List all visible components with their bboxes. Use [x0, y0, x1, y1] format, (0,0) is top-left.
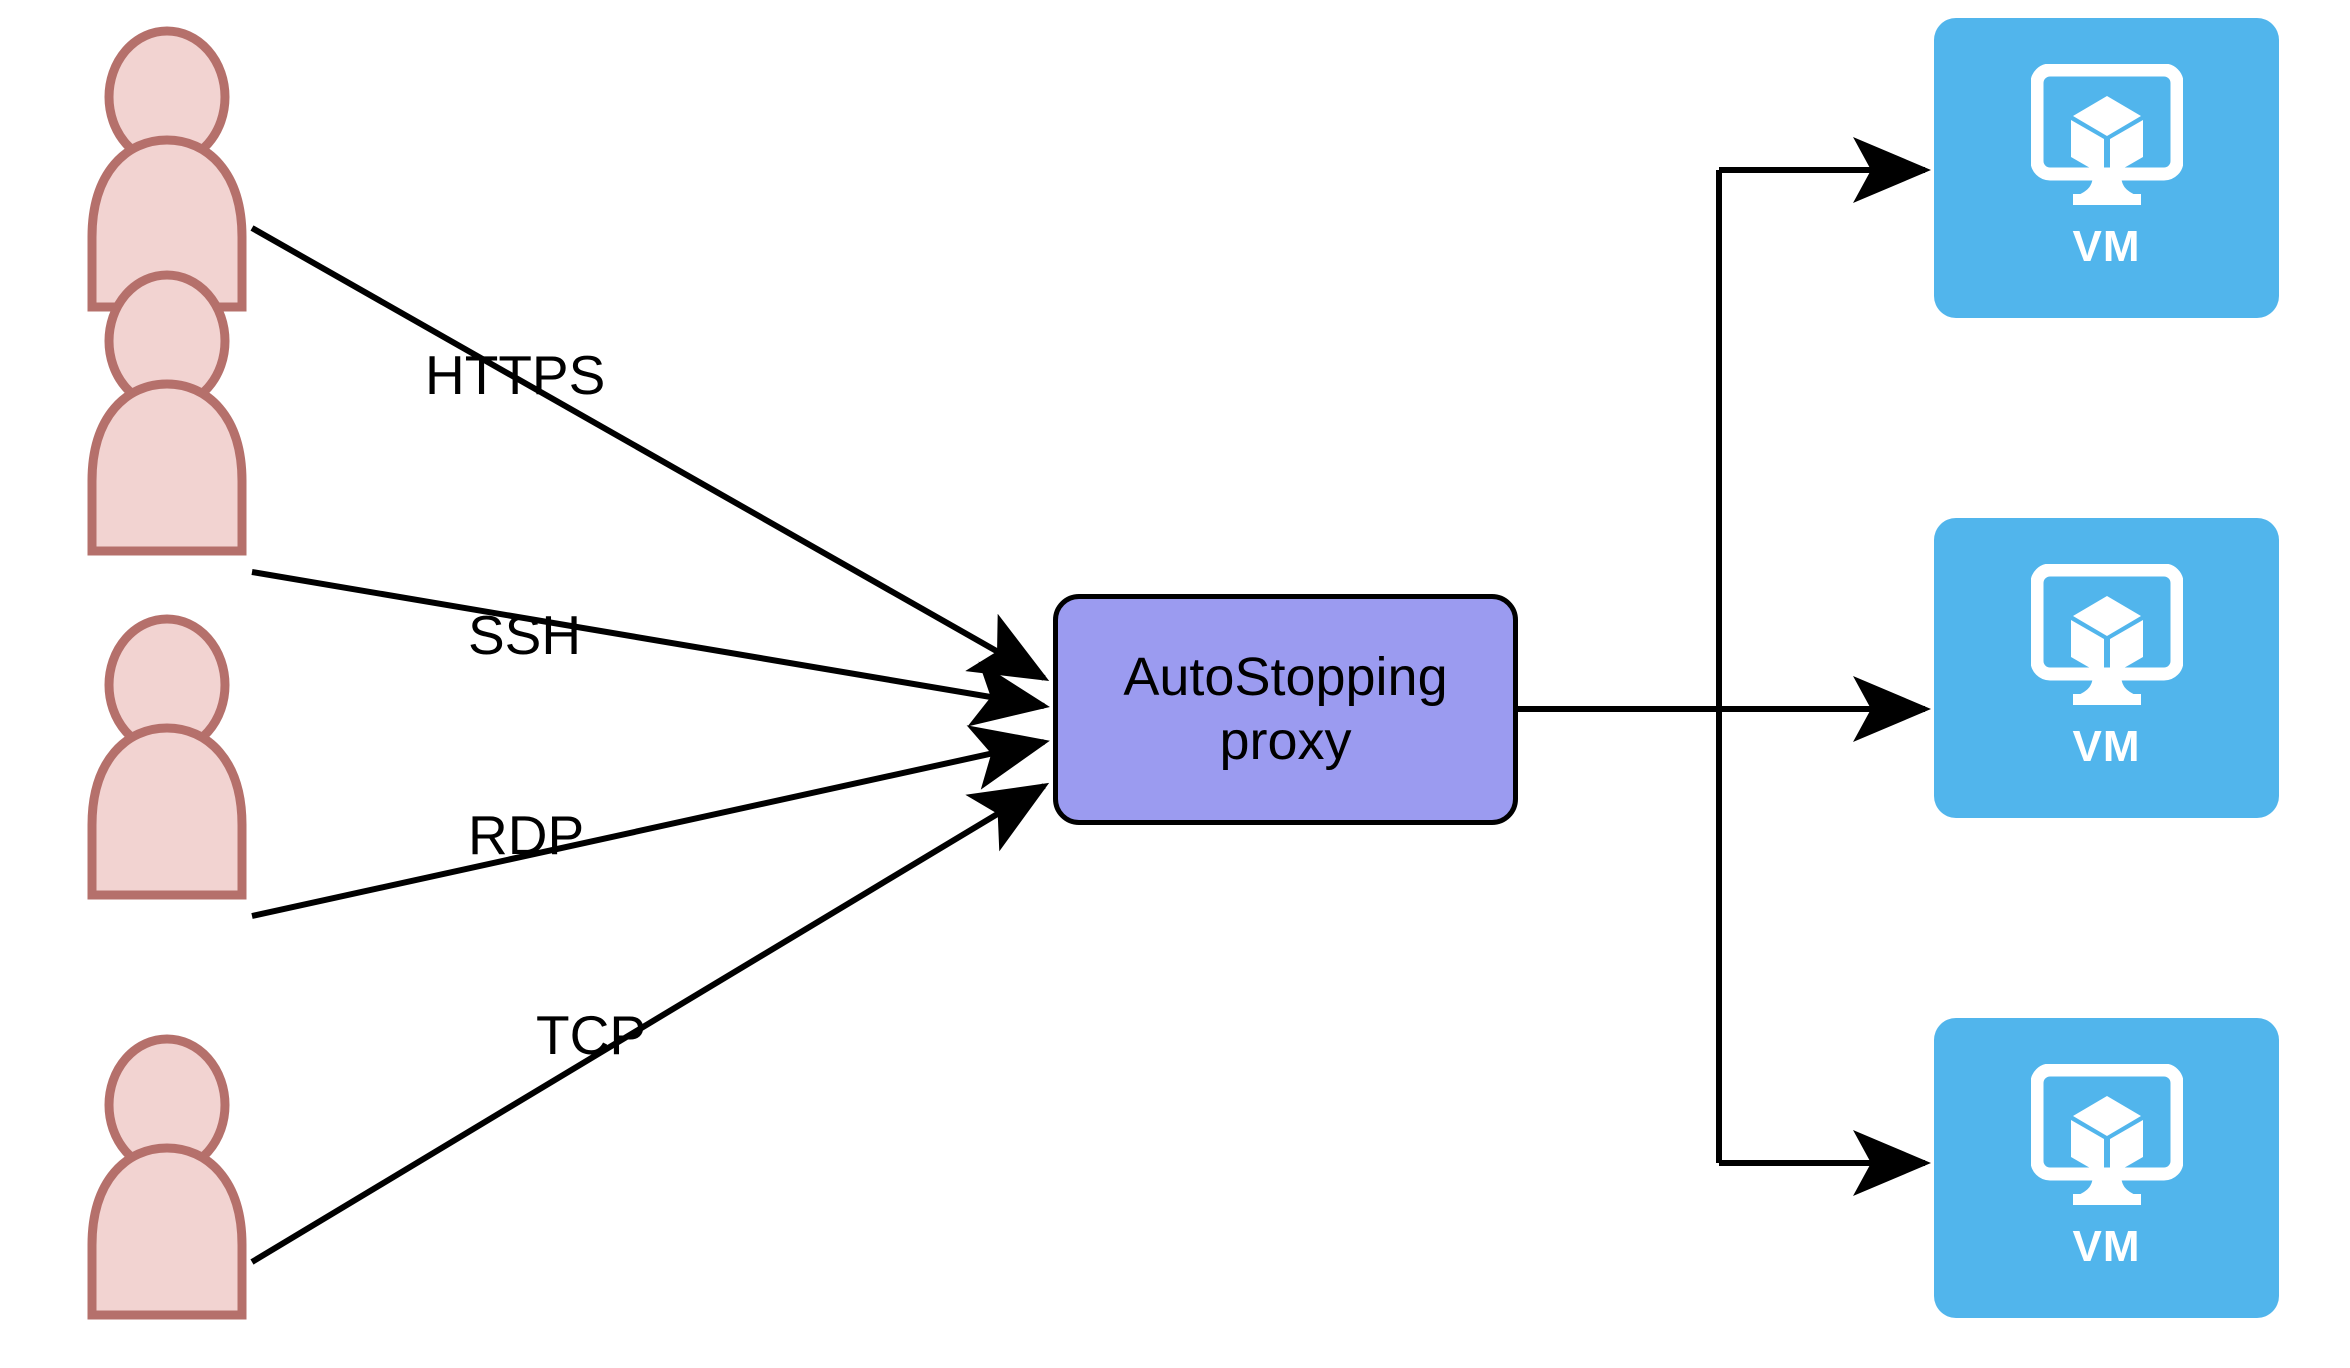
user-icon — [87, 270, 247, 556]
connector-ssh — [251, 569, 1050, 727]
actor-user-4[interactable] — [82, 1030, 252, 1320]
proxy-label-line2: proxy — [1219, 710, 1352, 771]
actor-user-3[interactable] — [82, 610, 252, 900]
vm-label: VM — [2072, 1222, 2141, 1271]
actor-user-2[interactable] — [82, 266, 252, 556]
proxy-label-line1: AutoStopping — [1123, 647, 1448, 708]
actor-user-1[interactable] — [82, 22, 252, 312]
proxy-label: AutoStopping proxy — [1123, 646, 1447, 772]
user-icon — [87, 26, 247, 312]
vm-node-2[interactable]: VM — [1934, 518, 2279, 818]
connector-tcp — [250, 782, 1050, 1265]
virtual-machine-icon — [2030, 564, 2183, 705]
user-icon — [87, 614, 247, 900]
vm-node-1[interactable]: VM — [1934, 18, 2279, 318]
vm-label: VM — [2072, 222, 2141, 271]
connector-https — [250, 225, 1050, 681]
edge-label-https: HTTPS — [425, 344, 606, 406]
edge-label-rdp: RDP — [468, 804, 585, 866]
virtual-machine-icon — [2030, 1064, 2183, 1205]
user-icon — [87, 1034, 247, 1320]
autostopping-proxy-node[interactable]: AutoStopping proxy — [1053, 594, 1518, 825]
edge-label-tcp: TCP — [536, 1004, 646, 1066]
vm-node-3[interactable]: VM — [1934, 1018, 2279, 1318]
edge-label-ssh: SSH — [468, 604, 582, 666]
connector-rdp — [251, 725, 1050, 919]
virtual-machine-icon — [2030, 64, 2183, 205]
vm-label: VM — [2072, 722, 2141, 771]
